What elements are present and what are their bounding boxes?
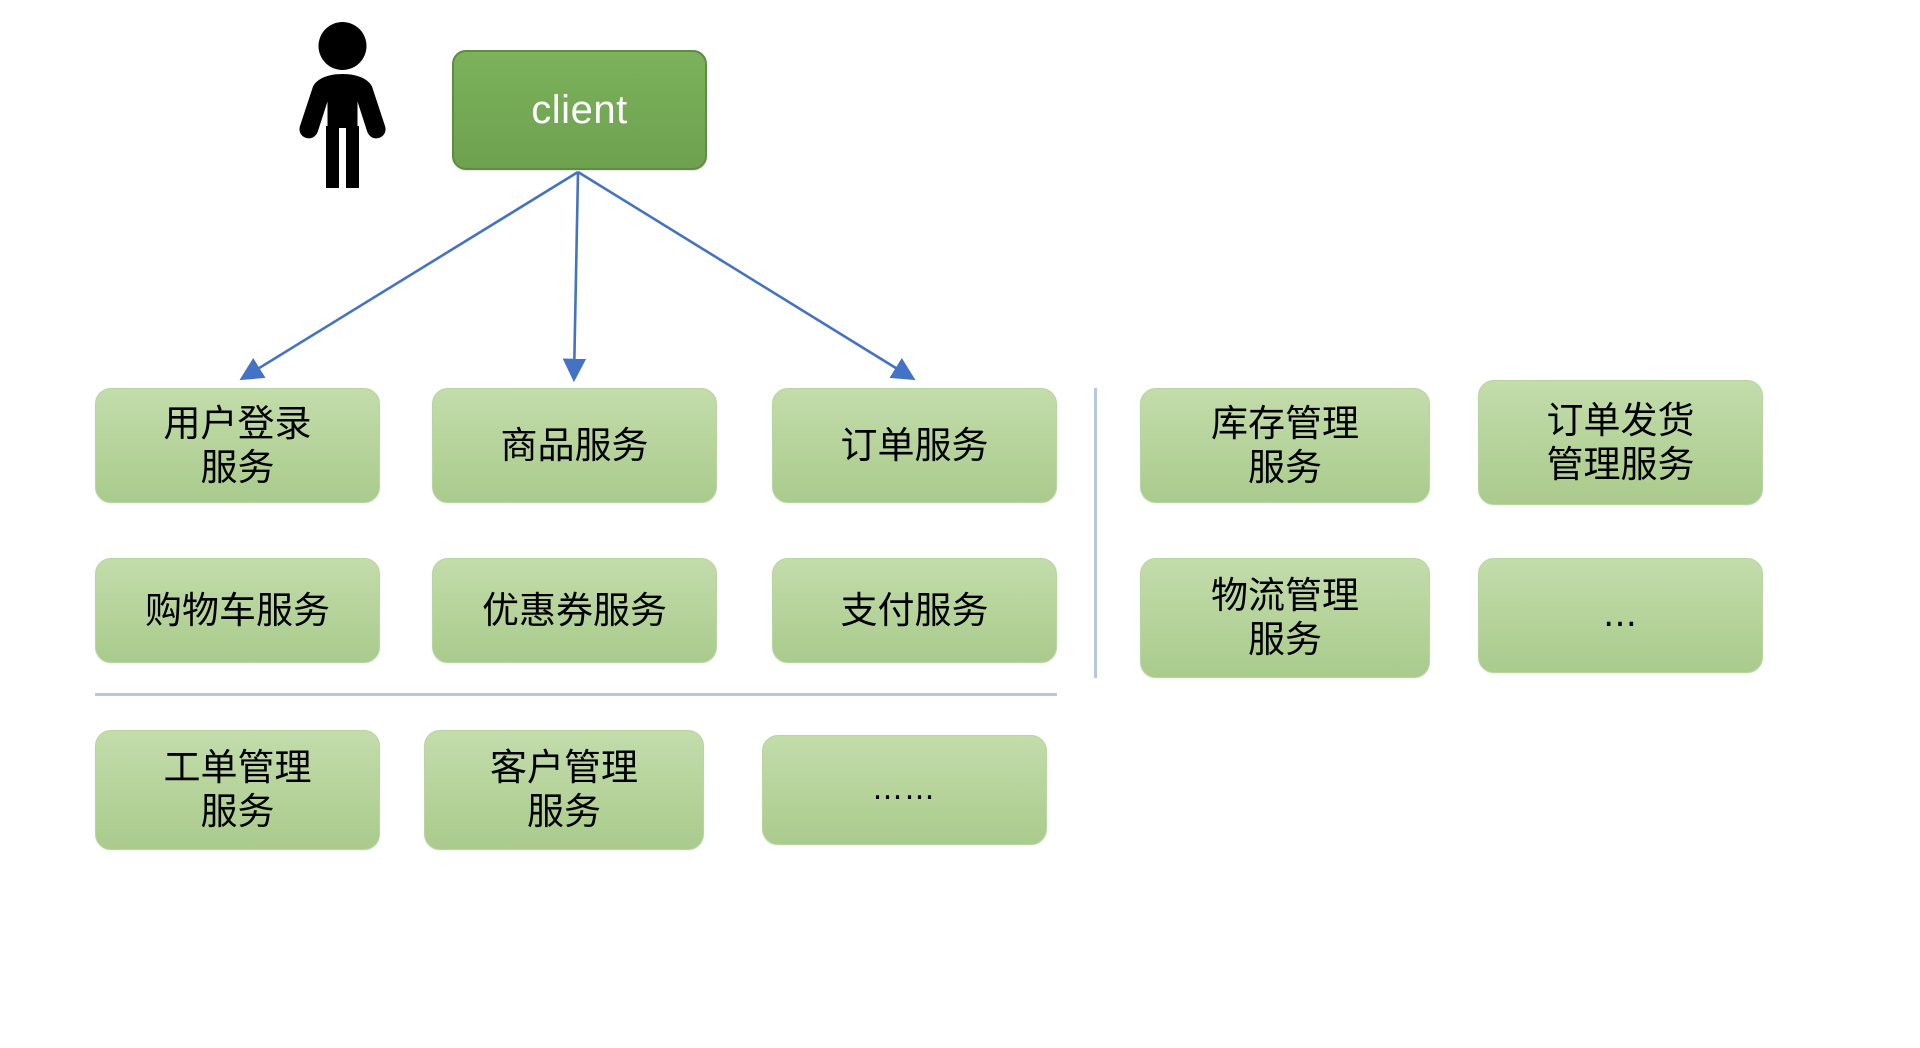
client-label: client	[531, 88, 628, 132]
service-box-customer-management[interactable]: 客户管理 服务	[424, 730, 704, 850]
service-box-more-left[interactable]: ……	[762, 735, 1047, 845]
horizontal-divider	[95, 693, 1057, 696]
service-label: …	[1603, 595, 1638, 636]
service-box-shopping-cart[interactable]: 购物车服务	[95, 558, 380, 663]
service-label: 商品服务	[500, 423, 649, 467]
service-box-order-shipping-management[interactable]: 订单发货 管理服务	[1478, 380, 1763, 505]
service-box-product[interactable]: 商品服务	[432, 388, 717, 503]
service-label: 订单服务	[840, 423, 989, 467]
service-label: 用户登录 服务	[163, 401, 312, 489]
service-box-coupon[interactable]: 优惠券服务	[432, 558, 717, 663]
client-node[interactable]: client	[452, 50, 707, 170]
service-box-logistics-management[interactable]: 物流管理 服务	[1140, 558, 1430, 678]
service-box-inventory-management[interactable]: 库存管理 服务	[1140, 388, 1430, 503]
vertical-divider	[1094, 388, 1097, 678]
service-label: 客户管理 服务	[490, 746, 638, 833]
service-label: 工单管理 服务	[163, 746, 312, 833]
service-label: ……	[872, 772, 937, 808]
service-box-user-login[interactable]: 用户登录 服务	[95, 388, 380, 503]
service-label: 库存管理 服务	[1211, 401, 1359, 489]
service-label: 购物车服务	[145, 588, 330, 632]
service-label: 优惠券服务	[482, 588, 667, 632]
service-box-payment[interactable]: 支付服务	[772, 558, 1057, 663]
service-label: 订单发货 管理服务	[1546, 398, 1695, 486]
service-label: 物流管理 服务	[1211, 574, 1359, 661]
person-icon	[290, 20, 395, 190]
service-label: 支付服务	[840, 588, 989, 632]
service-box-order[interactable]: 订单服务	[772, 388, 1057, 503]
service-box-ticket-management[interactable]: 工单管理 服务	[95, 730, 380, 850]
service-box-more-right[interactable]: …	[1478, 558, 1763, 673]
